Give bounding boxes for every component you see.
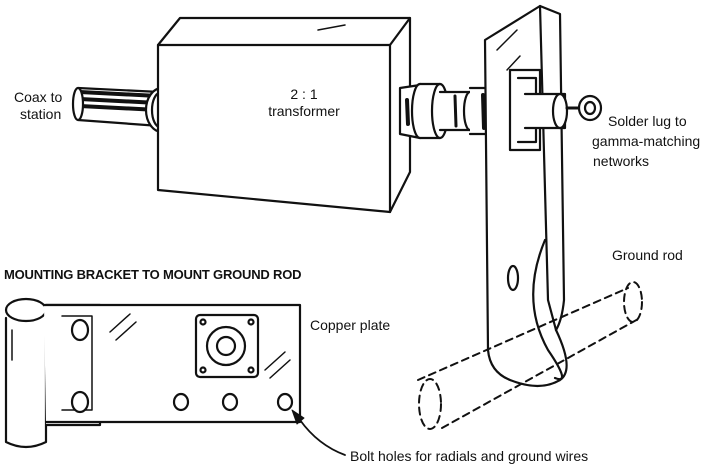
solder-lug (577, 94, 603, 122)
vertical-bracket (483, 4, 568, 388)
solder-label-line3: networks (593, 153, 650, 169)
connector-through-bracket (523, 92, 582, 130)
arrow-head (291, 409, 305, 425)
transformer-ratio-label: 2 : 1 (290, 86, 318, 102)
coax-label-line2: station (20, 106, 62, 122)
ground-rod-label: Ground rod (612, 247, 683, 263)
ground-rod (417, 281, 643, 430)
bolt-holes-arrow (299, 419, 346, 456)
transformer-box (156, 16, 412, 214)
transformer-name-label: transformer (268, 103, 340, 119)
solder-label-line1: Solder lug to (608, 113, 687, 129)
bracket-title: MOUNTING BRACKET TO MOUNT GROUND ROD (4, 267, 302, 282)
solder-label-line2: gamma-matching (592, 133, 701, 149)
bolt-holes-label: Bolt holes for radials and ground wires (350, 448, 589, 464)
coax-label-line1: Coax to (14, 89, 63, 105)
copper-plate-label: Copper plate (310, 317, 391, 333)
mounting-bracket (4, 297, 302, 449)
